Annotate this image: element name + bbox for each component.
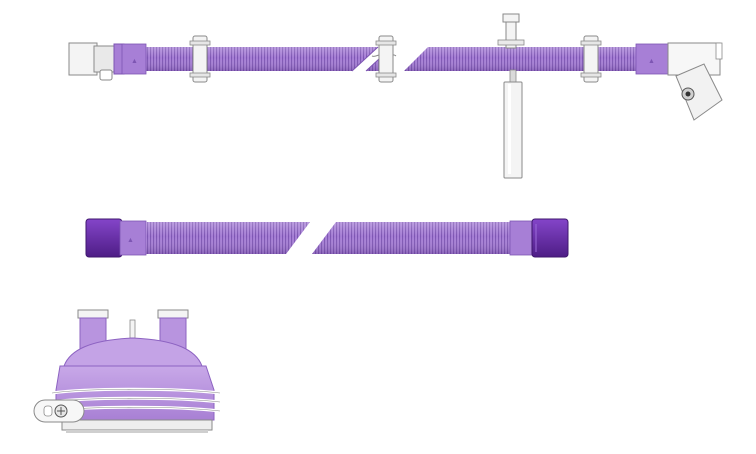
patient-wye-connector [68,42,125,81]
tube-break-joint [351,35,397,83]
svg-text:▲: ▲ [127,237,134,244]
base-plate [61,419,213,431]
elbow-connector [667,42,723,121]
connector-cuff-left: ▲ [85,218,147,258]
svg-text:▲: ▲ [648,58,655,65]
float-stem [129,319,136,339]
breathing-circuit: ▲ ▲ [68,13,723,179]
corrugated-tube-right: ▲ [404,43,671,75]
chamber-dome [63,337,203,367]
tube-clip [580,35,602,83]
heated-tube: ▲ [85,218,569,258]
water-trap [497,13,525,179]
corrugated-tube-left: ▲ [121,43,380,75]
clip-latch [33,399,85,423]
humidifier-chamber [33,309,221,433]
base-plate-edge [66,430,208,433]
connector-cuff-right [509,218,569,258]
svg-text:▲: ▲ [131,58,138,65]
tube-clip [189,35,211,83]
